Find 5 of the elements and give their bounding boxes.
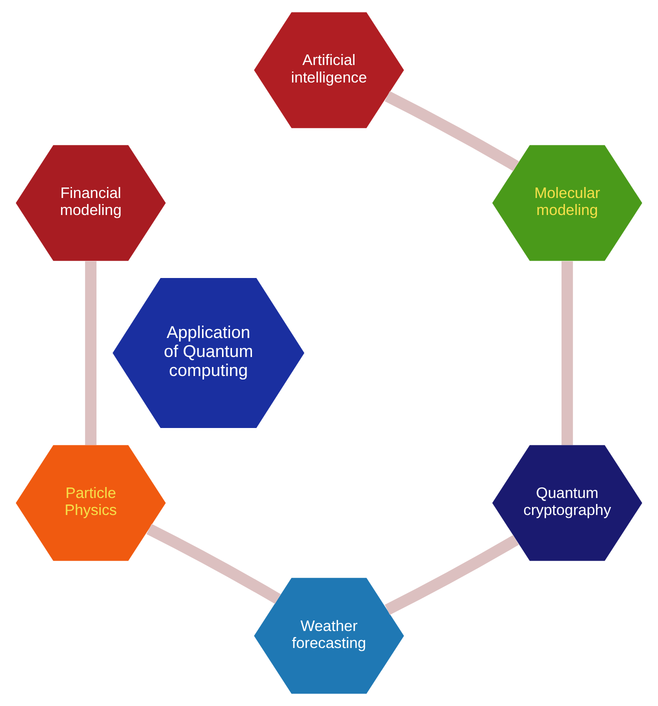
connector bbox=[384, 534, 519, 615]
connector bbox=[384, 91, 519, 172]
connector bbox=[85, 261, 96, 445]
connector bbox=[146, 524, 281, 604]
connector bbox=[562, 261, 573, 445]
